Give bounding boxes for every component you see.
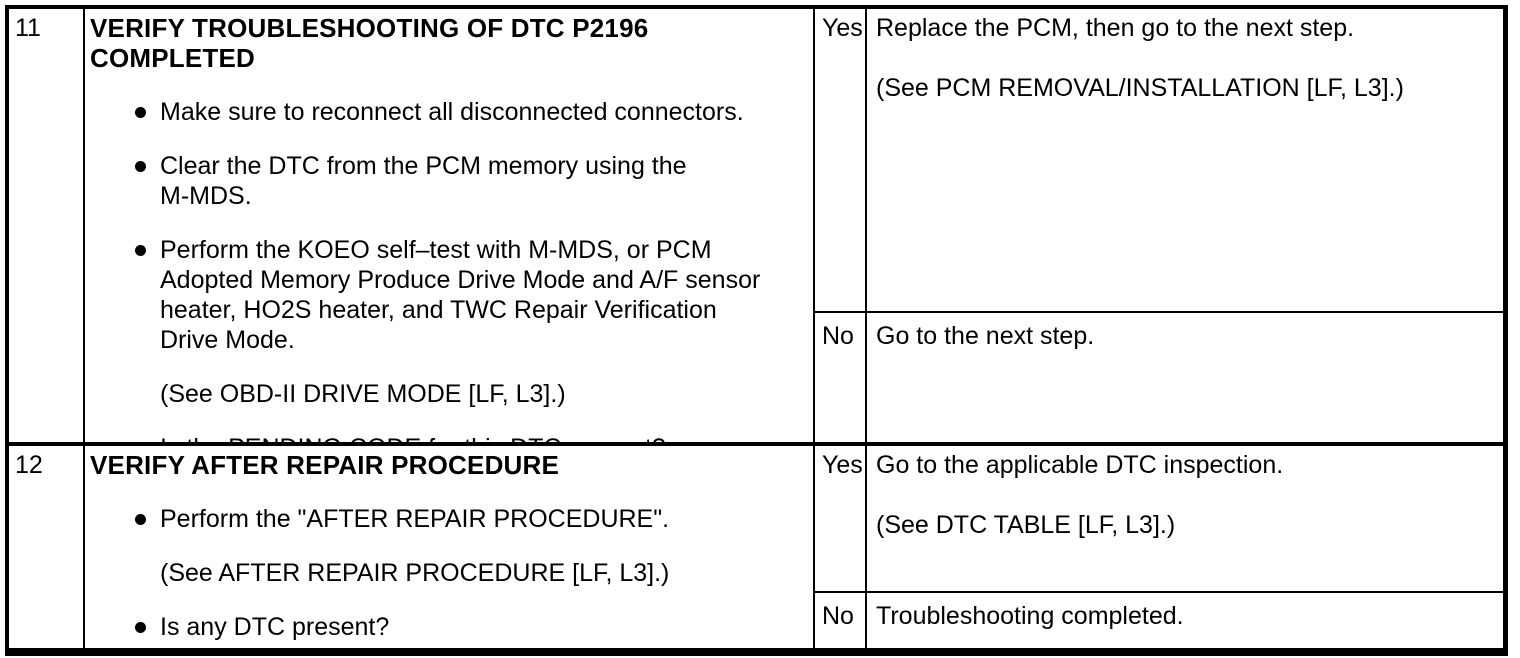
bullet-text: Is any DTC present? (160, 613, 390, 641)
step-12-number-cell: 12 (9, 446, 85, 648)
bullet-icon (135, 622, 146, 633)
bullet-item: Is any DTC present? (90, 612, 807, 642)
bullet-text: Perform the "AFTER REPAIR PROCEDURE". (160, 505, 670, 533)
step-12-no-label-cell: No (815, 593, 867, 648)
step-11-no-label-cell: No (815, 313, 867, 446)
bullet-item: Perform the KOEO self–test with M-MDS, o… (90, 235, 807, 355)
step-11-no-result-cell: Go to the next step. (867, 313, 1503, 446)
step-title: VERIFY AFTER REPAIR PROCEDURE (90, 450, 560, 480)
yes-label: Yes (822, 451, 863, 479)
step-12-yes-label-cell: Yes (815, 446, 867, 593)
step-11-action-cell: VERIFY TROUBLESHOOTING OF DTC P2196 COMP… (85, 9, 815, 446)
bullet-item: Perform the "AFTER REPAIR PROCEDURE". (90, 504, 807, 534)
bullet-icon (135, 514, 146, 525)
see-reference-note: (See OBD-II DRIVE MODE [LF, L3].) (160, 380, 566, 408)
step-12-yes-result-cell: Go to the applicable DTC inspection. (Se… (867, 446, 1503, 593)
step-11-number-cell: 11 (9, 9, 85, 446)
bullet-item: Is the PENDING CODE for this DTC present… (90, 433, 807, 442)
step-title: VERIFY TROUBLESHOOTING OF DTC P2196 COMP… (90, 13, 649, 73)
bullet-item: Clear the DTC from the PCM memory using … (90, 151, 807, 211)
step-11-yes-label-cell: Yes (815, 9, 867, 313)
no-label: No (822, 602, 854, 630)
bullet-text: Clear the DTC from the PCM memory using … (160, 152, 687, 210)
step-11-yes-result-cell: Replace the PCM, then go to the next ste… (867, 9, 1503, 313)
step-12-action-cell: VERIFY AFTER REPAIR PROCEDURE Perform th… (85, 446, 815, 648)
bullet-item: Make sure to reconnect all disconnected … (90, 97, 807, 127)
yes-label: Yes (822, 14, 863, 42)
see-reference-note: (See AFTER REPAIR PROCEDURE [LF, L3].) (160, 559, 670, 587)
bullet-icon (135, 161, 146, 172)
bullet-text: Is the PENDING CODE for this DTC present… (160, 433, 666, 442)
step-number: 11 (15, 14, 41, 42)
bullet-icon (135, 107, 146, 118)
step-number: 12 (15, 451, 43, 479)
yes-result-text: Go to the applicable DTC inspection. (Se… (876, 451, 1284, 539)
no-result-text: Go to the next step. (876, 322, 1095, 350)
no-result-text: Troubleshooting completed. (876, 602, 1184, 630)
bullet-icon (135, 245, 146, 256)
no-label: No (822, 322, 854, 350)
bullet-text: Perform the KOEO self–test with M-MDS, o… (160, 236, 761, 354)
yes-result-text: Replace the PCM, then go to the next ste… (876, 14, 1404, 102)
step-12-no-result-cell: Troubleshooting completed. (867, 593, 1503, 648)
bullet-text: Make sure to reconnect all disconnected … (160, 98, 744, 126)
troubleshooting-table: 11 VERIFY TROUBLESHOOTING OF DTC P2196 C… (5, 5, 1508, 656)
